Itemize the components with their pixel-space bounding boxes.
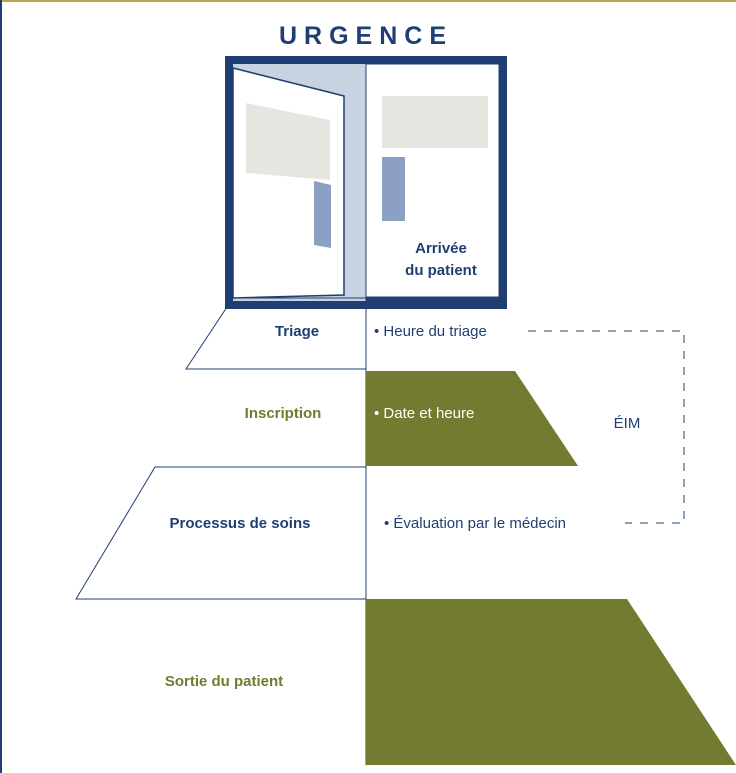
inscription-label: Inscription xyxy=(245,405,322,422)
door-left-leaf-open xyxy=(232,67,345,299)
eim-label: ÉIM xyxy=(614,415,641,432)
care-process-note: • Évaluation par le médecin xyxy=(384,515,566,532)
door-right-handle xyxy=(382,157,405,221)
door-right-window xyxy=(382,96,488,148)
inscription-note: • Date et heure xyxy=(374,405,474,422)
arrival-label-line2: du patient xyxy=(405,262,477,279)
arrival-label-line1: Arrivée xyxy=(415,240,467,257)
door-left-handle xyxy=(314,181,331,248)
triage-shape xyxy=(185,297,367,370)
diagram-title: URGENCE xyxy=(279,22,453,50)
care-process-shape xyxy=(75,466,367,600)
discharge-label: Sortie du patient xyxy=(165,673,283,690)
care-process-label: Processus de soins xyxy=(170,515,311,532)
door-left-window xyxy=(246,103,330,180)
discharge-shape xyxy=(366,599,736,765)
triage-label: Triage xyxy=(275,323,319,340)
inscription-shape xyxy=(366,371,578,466)
triage-note: • Heure du triage xyxy=(374,323,487,340)
